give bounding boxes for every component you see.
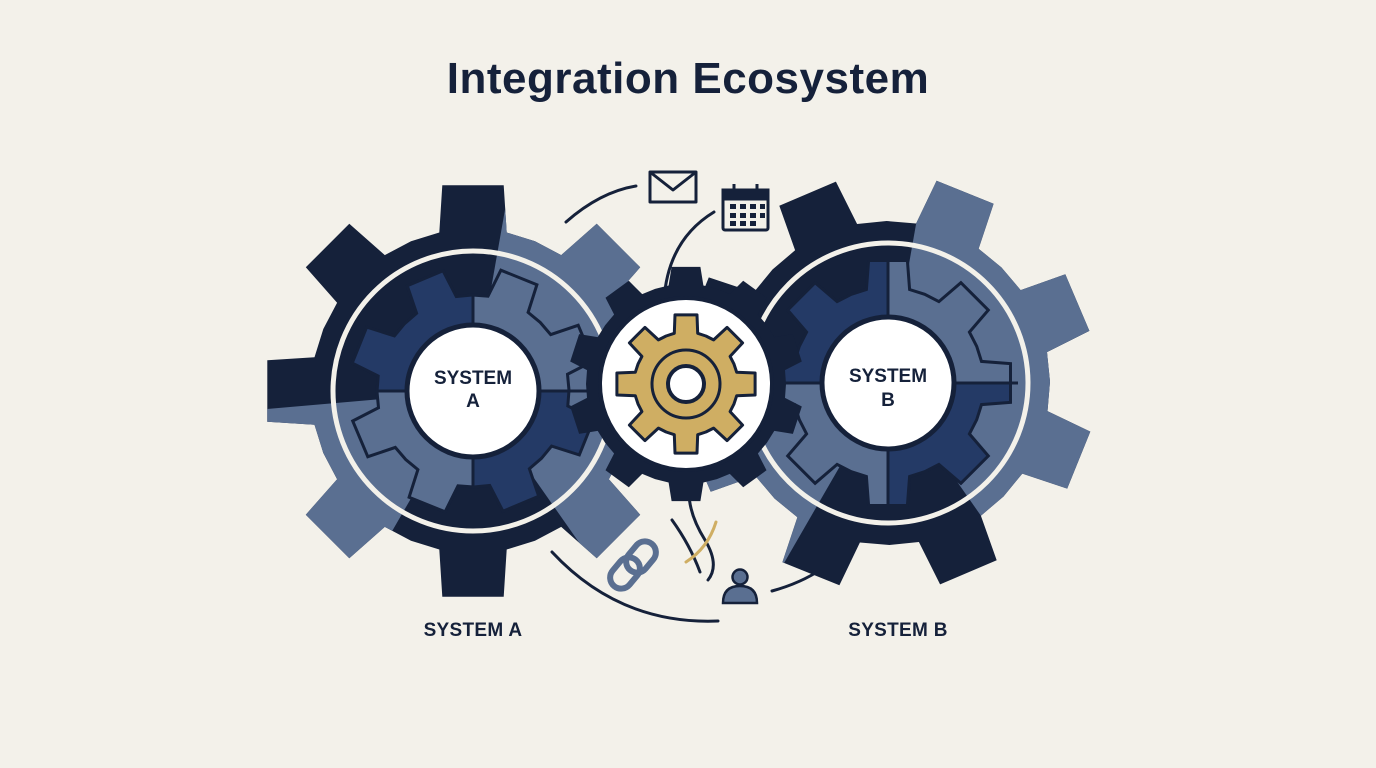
chain-link-icon [607, 538, 659, 592]
connector-arc-top [564, 184, 638, 224]
page-title: Integration Ecosystem [446, 54, 930, 103]
caption-system-a: SYSTEM A [423, 620, 523, 641]
caption-system-b: SYSTEM B [848, 620, 948, 641]
user-icon [721, 568, 759, 605]
hub-b-label-line2: B [881, 390, 895, 411]
hub-a-label-line1: SYSTEM [434, 368, 512, 389]
hub-a-label-line2: A [466, 391, 480, 412]
envelope-icon [648, 170, 698, 204]
connector-stem-cross [670, 518, 702, 574]
central-connector-gear [570, 266, 802, 502]
connector-gold-line [684, 520, 718, 564]
calendar-icon [721, 184, 770, 232]
hub-b-label-line1: SYSTEM [849, 366, 927, 387]
connector-arc-bottom-left [550, 550, 720, 623]
